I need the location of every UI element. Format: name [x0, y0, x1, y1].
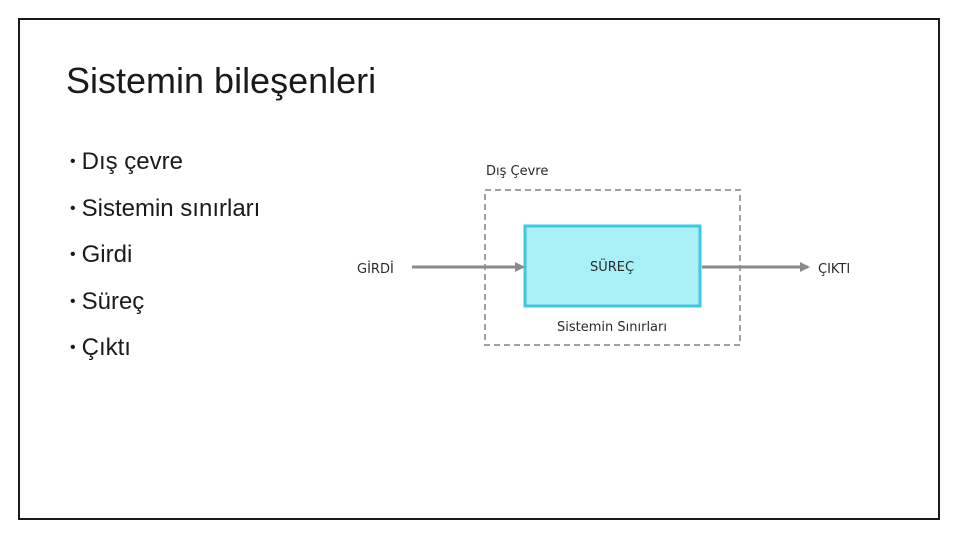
bullet-item-girdi: • Girdi — [70, 236, 260, 283]
environment-label: Dış Çevre — [486, 164, 548, 179]
bullet-dot: • — [70, 339, 76, 356]
bullet-item-cikti: • Çıktı — [70, 329, 260, 376]
slide-frame — [18, 18, 940, 520]
bullet-text: Girdi — [81, 241, 133, 268]
bullet-dot: • — [70, 246, 76, 263]
bullet-list: • Dış çevre • Sistemin sınırları • Girdi • S… — [70, 143, 260, 376]
boundary-label: Sistemin Sınırları — [557, 320, 667, 335]
bullet-item-sistemin-sinirlari: • Sistemin sınırları — [70, 190, 260, 237]
output-label: ÇIKTI — [818, 262, 850, 277]
process-label: SÜREÇ — [590, 258, 634, 275]
input-label: GİRDİ — [357, 261, 394, 277]
bullet-text: Sistemin sınırları — [81, 194, 261, 222]
slide-title: Sistemin bileşenleri — [66, 60, 377, 101]
bullet-dot: • — [70, 153, 76, 170]
bullet-text: Dış çevre — [81, 148, 183, 175]
process-box — [525, 226, 700, 306]
bullet-text: Çıktı — [81, 334, 131, 361]
bullet-dot: • — [70, 199, 76, 217]
system-diagram: Dış Çevre SÜREÇ Sistemin Sınırları GİRDİ… — [357, 164, 850, 346]
process-box-border — [523, 224, 702, 308]
bullet-item-dis-cevre: • Dış çevre — [70, 143, 260, 190]
bullet-text: Süreç — [81, 287, 145, 315]
bullet-item-surec: • Süreç — [70, 283, 260, 330]
bullet-dot: • — [70, 292, 76, 310]
